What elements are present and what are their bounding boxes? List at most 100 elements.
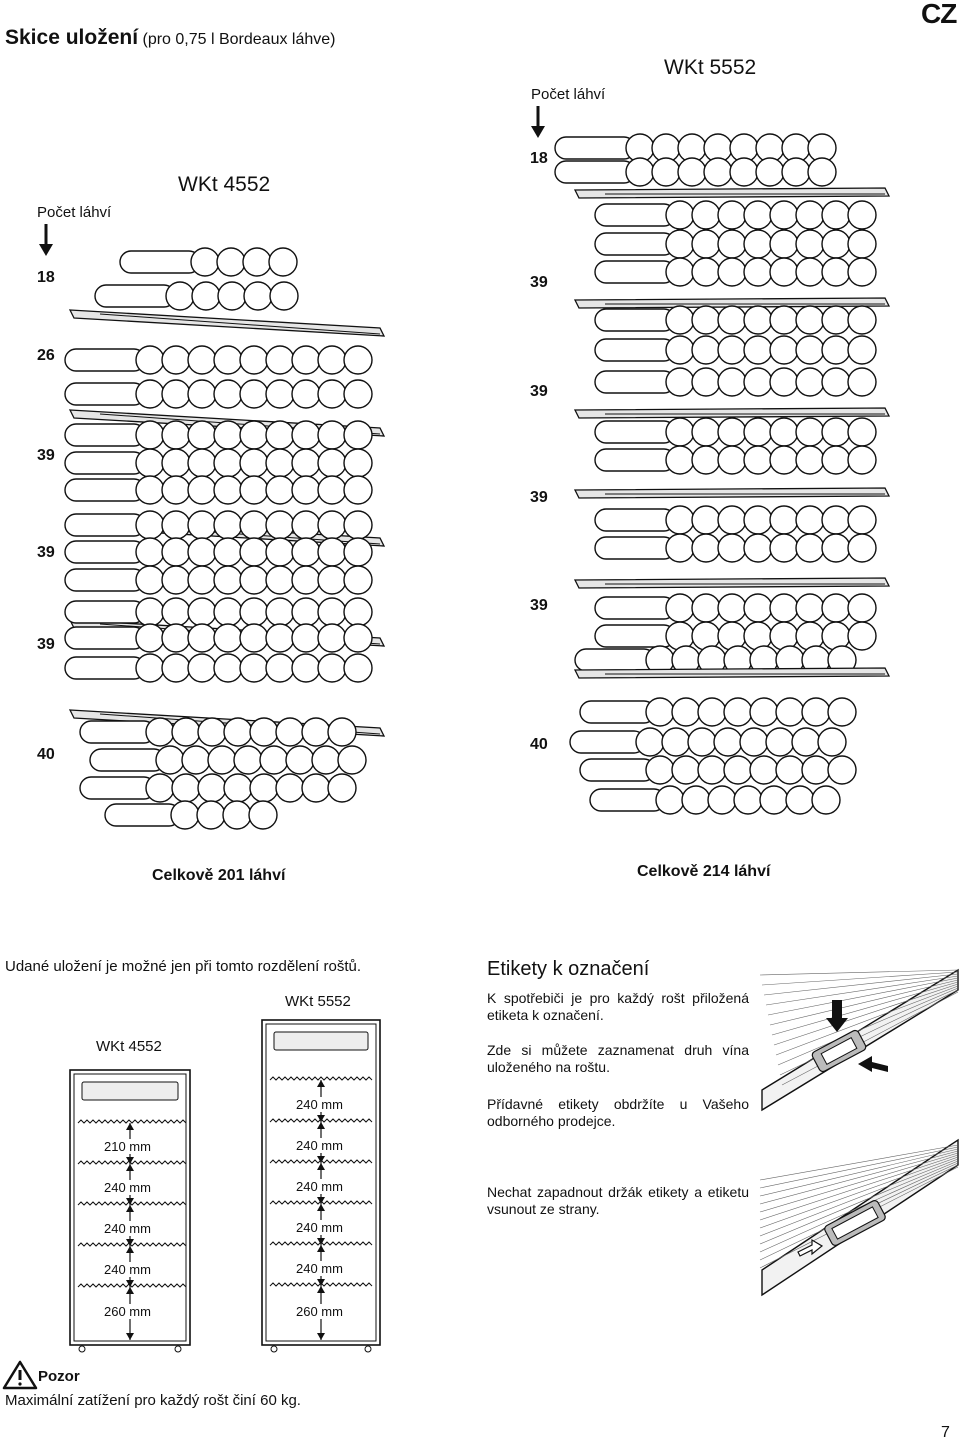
right-shelf-4-row-0-bottle-3	[743, 505, 773, 535]
right-shelf-1-row-0-bottle-0	[665, 200, 695, 230]
left-shelf-0-row-0-bottle-1	[216, 247, 246, 277]
right-shelf-3-row-1-bottle-0	[665, 445, 695, 475]
right-shelf-5-row-0-bottle-1	[691, 593, 721, 623]
right-bottom-row-3-bottle-4	[759, 785, 789, 815]
holder-rack-bottom-slat-8	[759, 1160, 959, 1245]
label-holder-top-slot	[820, 1037, 858, 1065]
right-shelf-4-row-1-bottle-4	[769, 533, 799, 563]
right-dim-1: 240 mm	[295, 1097, 344, 1112]
right-bottom-row-2-bottle-3	[723, 755, 753, 785]
left-shelf-2-row-1-bottle-2	[187, 448, 217, 478]
left-bottom-row-3-bottle-2	[222, 800, 252, 830]
right-shelf-5-long-1	[594, 624, 676, 648]
left-shelf-0-row-1-bottle-2	[217, 281, 247, 311]
page-title: Skice uložení (pro 0,75 l Bordeaux láhve…	[5, 26, 336, 50]
holder-rack-top-slat-6	[771, 981, 959, 1036]
holder-rack-top-slat-8	[775, 985, 959, 1056]
right-shelf-1-row-2-bottle-7	[847, 257, 877, 287]
left-shelf-1-row-0-bottle-4	[239, 345, 269, 375]
left-bottom-row-0-bottle-4	[249, 717, 279, 747]
right-shelf-2-row-2-bottle-1	[691, 367, 721, 397]
right-shelf-1-row-1-bottle-0	[665, 229, 695, 259]
holder-rack-top-slat-3	[765, 975, 959, 1006]
left-dimline-2-top	[126, 1205, 134, 1212]
left-bottom-row-2-bottle-7	[327, 773, 357, 803]
right-bottom-row-1-bottle-5	[765, 727, 795, 757]
left-bottom-row-1-bottle-5	[285, 745, 315, 775]
right-dimline-5-bottom	[317, 1333, 325, 1340]
right-shelf-0-row-1-bottle-1	[651, 157, 681, 187]
right-shelf-4-row-1-bottle-1	[691, 533, 721, 563]
left-shelf-4-row-0-bottle-6	[291, 597, 321, 627]
right-bottom-row-0-bottle-5	[775, 697, 805, 727]
right-shelf-4-long-1	[594, 536, 676, 560]
right-shelf-2-row-0-bottle-1	[691, 305, 721, 335]
left-shelf-3-row-2-bottle-5	[265, 565, 295, 595]
right-shelf-0-long-1	[554, 160, 636, 184]
left-shelf-3-row-1-bottle-3	[213, 537, 243, 567]
left-model-title: WKt 4552	[178, 173, 271, 196]
right-shelf-5-row-0-bottle-6	[821, 593, 851, 623]
right-shelf-3-row-0-bottle-5	[795, 417, 825, 447]
left-shelf-2-long-2	[64, 478, 146, 502]
right-dim-4: 240 mm	[295, 1220, 344, 1235]
right-total: Celkově 214 láhví	[637, 863, 771, 880]
right-bottom-row-0-bottle-7	[827, 697, 857, 727]
left-shelf-1-row-1-bottle-2	[187, 379, 217, 409]
arrow-left-icon	[858, 1056, 888, 1072]
left-shelf-4-row-1-bottle-1	[161, 623, 191, 653]
left-shelf-4-row-2-bottle-2	[187, 653, 217, 683]
right-shelf-5-row-1-bottle-7	[847, 621, 877, 651]
left-bottom-row-0-bottle-1	[171, 717, 201, 747]
left-shelf-2-row-2-bottle-7	[317, 475, 347, 505]
left-shelf-1-row-1-bottle-3	[213, 379, 243, 409]
title: Skice uložení	[5, 26, 139, 49]
left-total: Celkově 201 láhví	[152, 867, 286, 884]
right-shelf-1-row-0-bottle-1	[691, 200, 721, 230]
left-shelf-2-row-0-bottle-3	[213, 420, 243, 450]
cabinet-left-model: WKt 4552	[96, 1038, 162, 1055]
right-shelf-5-row-0-bottle-3	[743, 593, 773, 623]
right-shelf-3-long-1	[594, 448, 676, 472]
left-shelf-0-long-0	[119, 250, 201, 274]
cabinet-left-shelf-0	[77, 1119, 187, 1124]
left-bottom-row-3-bottle-0	[170, 800, 200, 830]
left-count-5: 39	[37, 636, 55, 653]
right-shelf-2-row-2-bottle-2	[717, 367, 747, 397]
right-shelf-1-long-0	[594, 203, 676, 227]
cabinet-left-shelf-1	[77, 1160, 187, 1165]
left-shelf-3-row-1-bottle-4	[239, 537, 269, 567]
right-shelf-5-row-0-bottle-0	[665, 593, 695, 623]
right-bottom-long-2	[579, 758, 656, 782]
right-dim-2: 240 mm	[295, 1138, 344, 1153]
left-count-4: 39	[37, 544, 55, 561]
left-shelf-1-row-1-bottle-5	[265, 379, 295, 409]
left-shelf-4-row-1-bottle-6	[291, 623, 321, 653]
left-shelf-4-row-0-bottle-5	[265, 597, 295, 627]
left-bottom-row-3-bottle-3	[248, 800, 278, 830]
right-shelf-1-row-1-bottle-6	[821, 229, 851, 259]
left-shelf-2-row-0-bottle-0	[135, 420, 165, 450]
left-shelf-0-row-0-bottle-3	[268, 247, 298, 277]
right-count-4: 39	[530, 489, 548, 506]
labels-heading: Etikety k označení	[487, 958, 650, 980]
labels-paragraph-2: Zde si můžete zaznamenat druh vína ulože…	[487, 1042, 749, 1075]
right-shelf-4-row-1-bottle-5	[795, 533, 825, 563]
left-shelf-0-row-0-bottle-0	[190, 247, 220, 277]
right-shelf-2-long-2	[594, 370, 676, 394]
left-shelf-2-row-2-bottle-0	[135, 475, 165, 505]
left-shelf-0-long-1	[94, 284, 176, 308]
right-shelf-2-row-1-bottle-2	[717, 335, 747, 365]
left-shelf-3-row-0-bottle-5	[265, 510, 295, 540]
right-dimline-1-top	[317, 1122, 325, 1129]
left-shelf-3-long-2	[64, 568, 146, 592]
holder-rack-top-slat-9	[777, 987, 959, 1066]
right-dimline-1-bottom	[317, 1156, 325, 1163]
right-bottom-row-2-bottle-4	[749, 755, 779, 785]
holder-rack-top-slat-5	[769, 979, 959, 1026]
holder-rack-bottom-slat-5	[759, 1154, 959, 1221]
left-dimline-0-bottom	[126, 1157, 134, 1164]
cabinet-right-foot-right	[364, 1345, 372, 1353]
left-shelf-3-row-0-bottle-7	[317, 510, 347, 540]
left-shelf-4-row-0-bottle-2	[187, 597, 217, 627]
